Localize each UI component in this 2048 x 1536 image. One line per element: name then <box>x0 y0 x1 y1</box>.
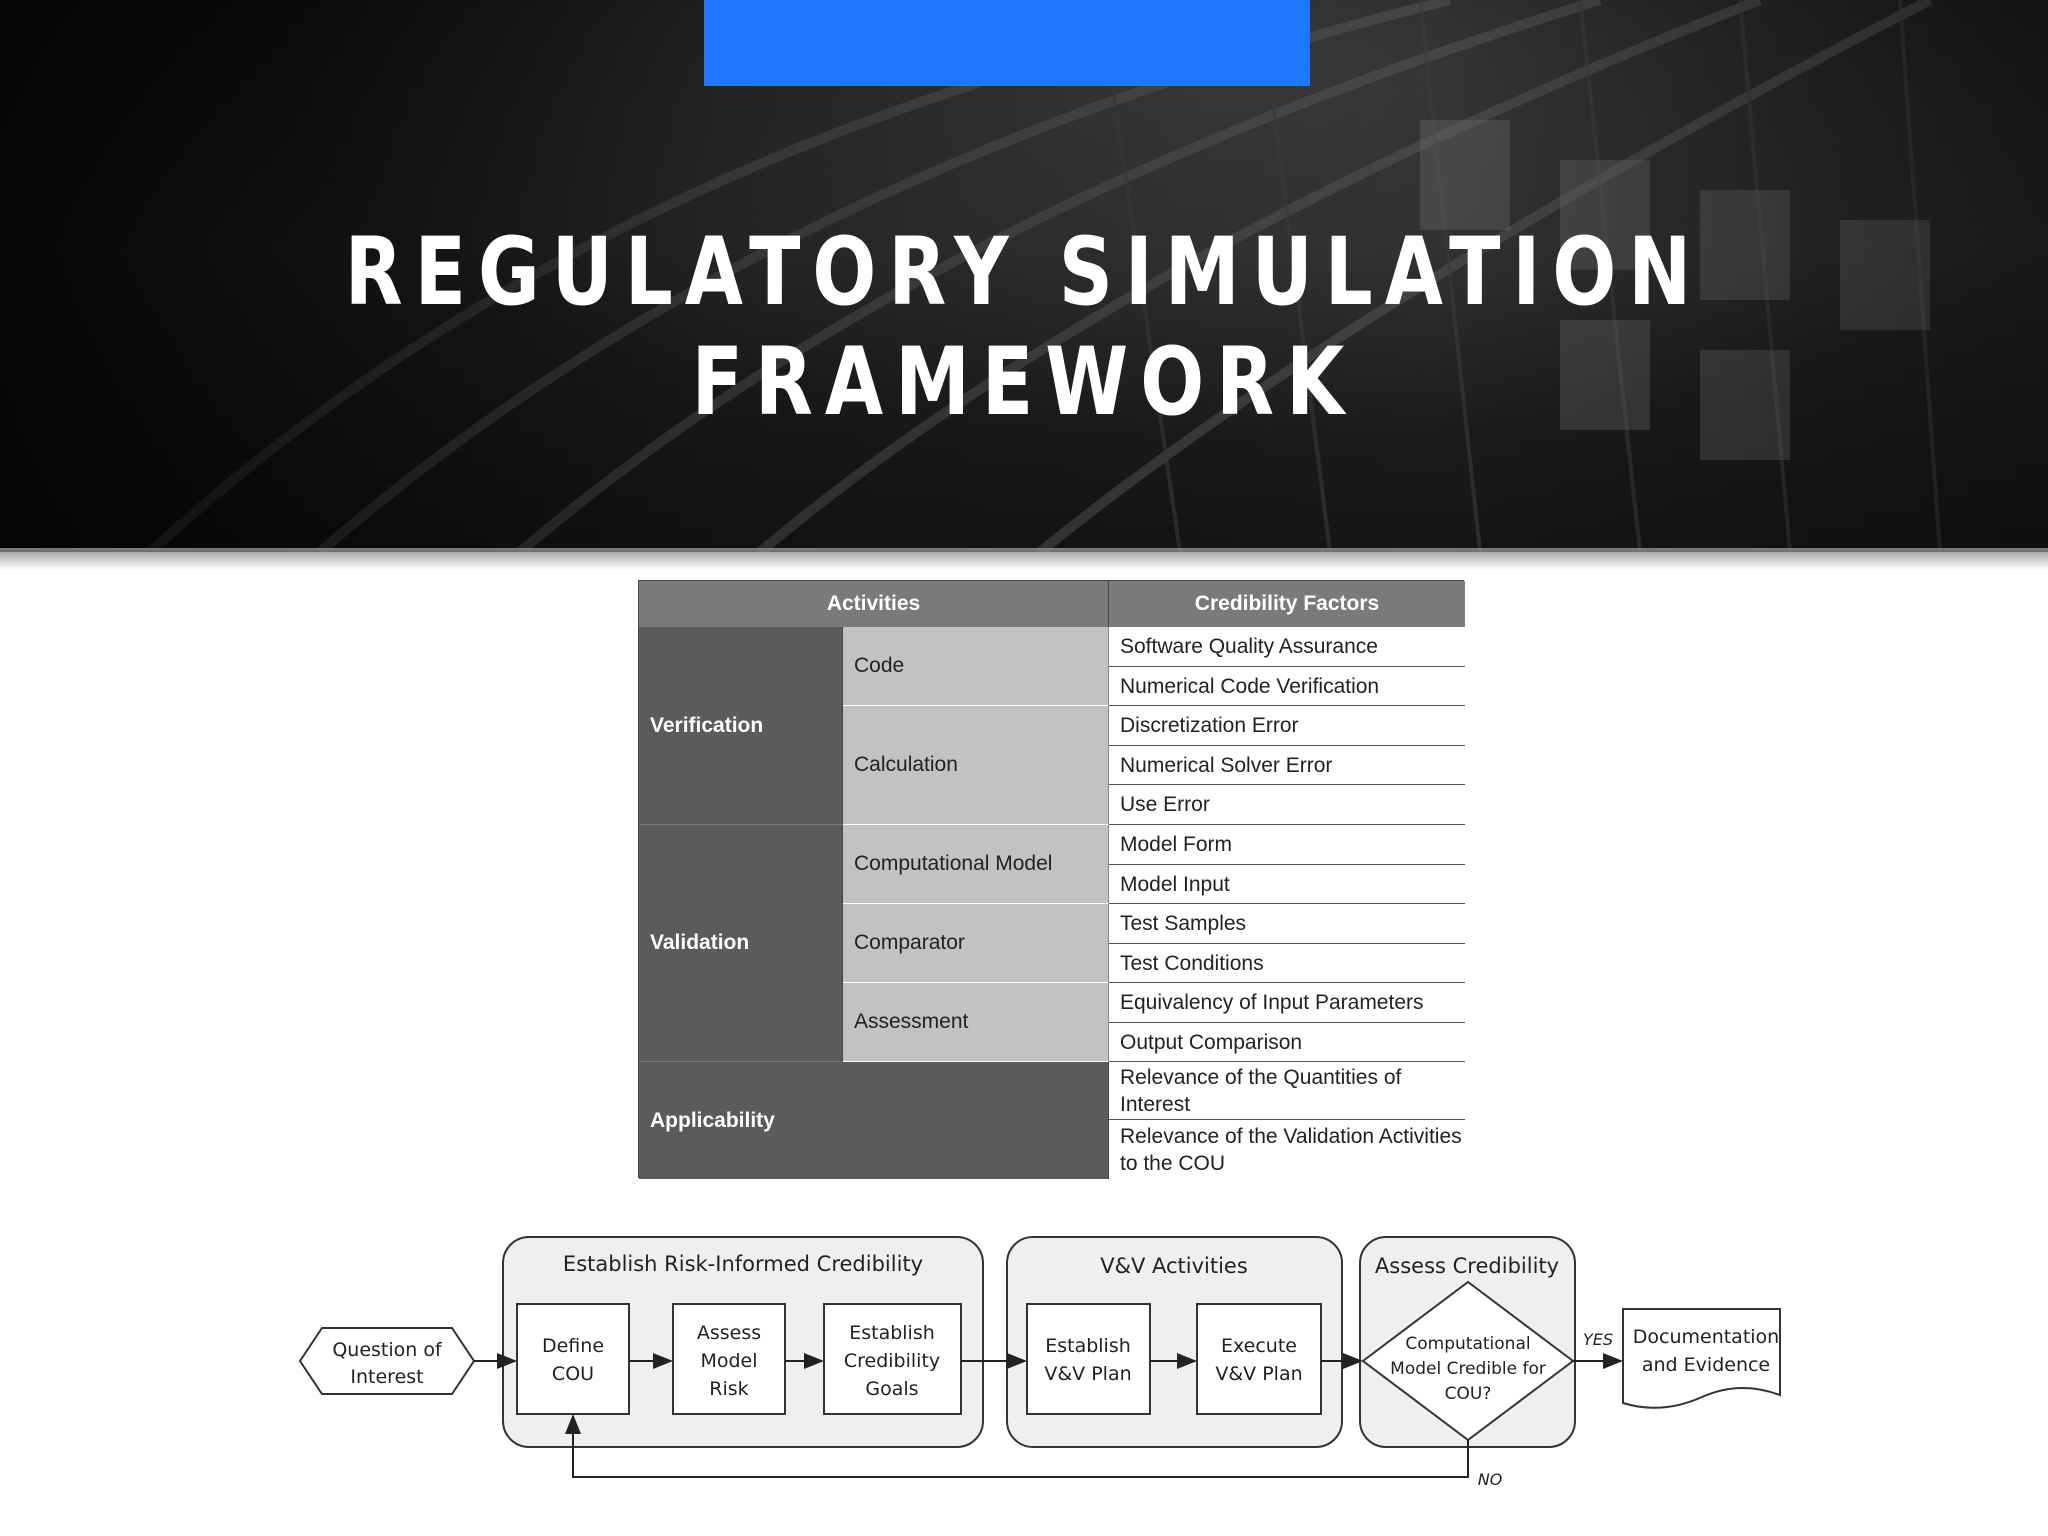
goals-label-3: Goals <box>865 1378 918 1400</box>
subgroup-computational-model: Computational Model <box>843 825 1109 904</box>
decision-label-1: Computational <box>1405 1334 1530 1354</box>
decision-label-2: Model Credible for <box>1390 1359 1546 1379</box>
define-cou-label-2: COU <box>552 1363 594 1385</box>
accent-bar <box>704 0 1310 86</box>
end-label-2: and Evidence <box>1642 1354 1770 1376</box>
goals-label-2: Credibility <box>844 1350 940 1372</box>
credibility-flow-diagram: Establish Risk-Informed Credibility V&V … <box>290 1225 1790 1525</box>
end-label-1: Documentation <box>1633 1326 1779 1348</box>
group-validation: Validation <box>639 825 843 1062</box>
factor-row: Software Quality Assurance <box>1109 627 1465 667</box>
define-cou-label-1: Define <box>542 1335 604 1357</box>
hero-fade <box>0 548 2048 570</box>
assess-risk-label-1: Assess <box>697 1322 761 1344</box>
header-activities: Activities <box>639 581 1109 627</box>
factor-row: Test Conditions <box>1109 944 1465 983</box>
factor-row: Numerical Solver Error <box>1109 746 1465 785</box>
group-applicability: Applicability <box>639 1062 1109 1179</box>
hero-shade-overlay <box>0 0 2048 552</box>
subgroup-code: Code <box>843 627 1109 706</box>
factor-row: Relevance of the Quantities of Interest <box>1109 1062 1465 1120</box>
execute-plan-label-1: Execute <box>1221 1335 1297 1357</box>
decision-label-3: COU? <box>1445 1384 1492 1404</box>
stage2-title: V&V Activities <box>1100 1254 1248 1278</box>
factor-row: Relevance of the Validation Activities t… <box>1109 1120 1465 1179</box>
no-label: NO <box>1478 1470 1503 1489</box>
establish-vv-plan-node <box>1026 1303 1151 1415</box>
page-title: REGULATORY SIMULATION FRAMEWORK <box>344 218 1704 437</box>
factor-row: Test Samples <box>1109 904 1465 944</box>
factor-row: Equivalency of Input Parameters <box>1109 983 1465 1023</box>
establish-plan-label-2: V&V Plan <box>1044 1363 1131 1385</box>
assess-model-risk-node <box>672 1303 786 1415</box>
goals-label-1: Establish <box>849 1322 935 1344</box>
subgroup-comparator: Comparator <box>843 904 1109 983</box>
factor-row: Discretization Error <box>1109 706 1465 746</box>
yes-label: YES <box>1583 1330 1613 1349</box>
flow-svg: Establish Risk-Informed Credibility V&V … <box>298 1236 1781 1489</box>
establish-credibility-goals-node <box>823 1303 962 1415</box>
define-cou-node <box>516 1303 630 1415</box>
factor-row: Numerical Code Verification <box>1109 667 1465 706</box>
establish-plan-label-1: Establish <box>1045 1335 1131 1357</box>
credibility-table: Activities Credibility Factors Verificat… <box>638 580 1465 1179</box>
group-verification: Verification <box>639 627 843 825</box>
no-feedback-arrow <box>565 1414 1469 1478</box>
start-label-1: Question of <box>332 1339 443 1361</box>
assess-risk-label-2: Model <box>700 1350 757 1372</box>
stage1-title: Establish Risk-Informed Credibility <box>563 1252 923 1276</box>
factor-row: Use Error <box>1109 785 1465 825</box>
subgroup-assessment: Assessment <box>843 983 1109 1062</box>
factor-row: Output Comparison <box>1109 1023 1465 1062</box>
header-credibility-factors: Credibility Factors <box>1109 581 1465 627</box>
start-label-2: Interest <box>350 1366 423 1388</box>
stage3-title: Assess Credibility <box>1375 1254 1559 1278</box>
execute-vv-plan-node <box>1196 1303 1322 1415</box>
hero-banner: REGULATORY SIMULATION FRAMEWORK <box>0 0 2048 552</box>
execute-plan-label-2: V&V Plan <box>1215 1363 1302 1385</box>
factor-row: Model Input <box>1109 865 1465 904</box>
documentation-node <box>1622 1308 1781 1409</box>
subgroup-calculation: Calculation <box>843 706 1109 825</box>
factor-row: Model Form <box>1109 825 1465 865</box>
assess-risk-label-3: Risk <box>709 1378 748 1400</box>
